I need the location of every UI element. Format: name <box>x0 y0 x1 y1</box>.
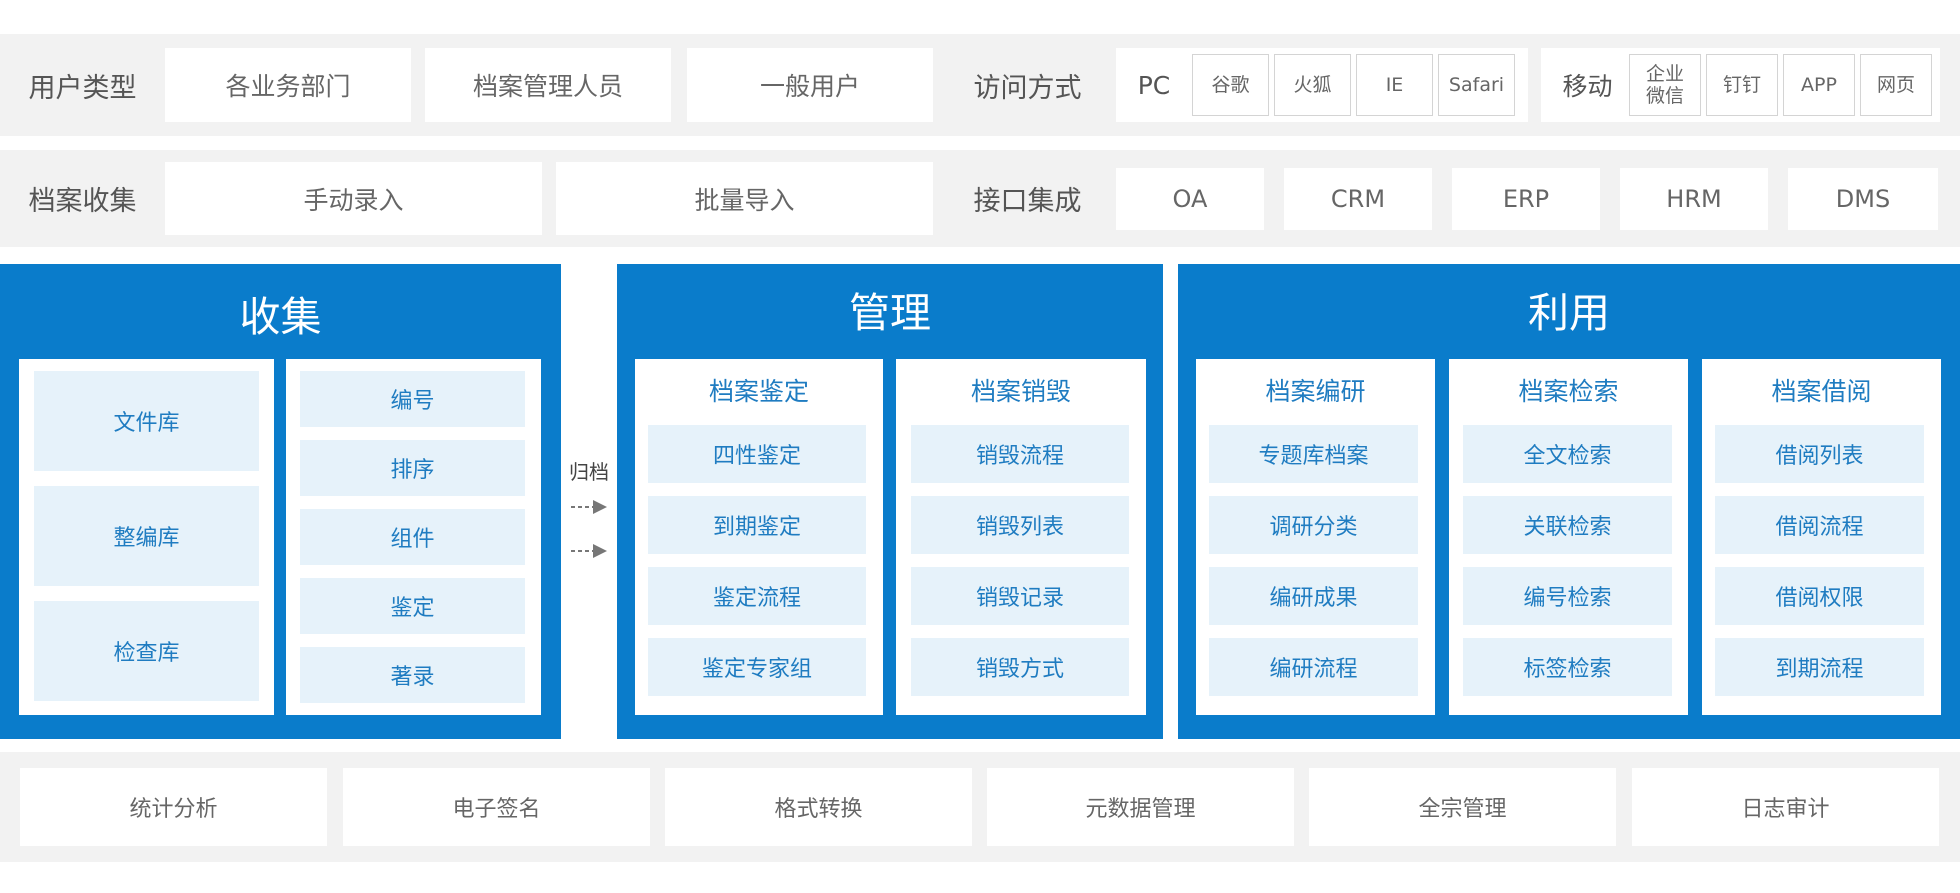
compilation-item: 编研成果 <box>1209 567 1418 625</box>
step-appraisal: 鉴定 <box>300 578 525 634</box>
method-manual-entry: 手动录入 <box>165 162 542 235</box>
mobile-web: 网页 <box>1860 54 1932 116</box>
search-item: 关联检索 <box>1463 496 1672 554</box>
compilation-item: 专题库档案 <box>1209 425 1418 483</box>
use-panel-title: 利用 <box>1528 289 1610 337</box>
destruction-item: 销毁方式 <box>911 638 1129 696</box>
arrow-icon <box>571 544 607 558</box>
footer-fonds-management: 全宗管理 <box>1309 768 1616 846</box>
borrowing-item: 借阅列表 <box>1715 425 1924 483</box>
step-cataloging: 著录 <box>300 647 525 703</box>
destruction-item: 销毁记录 <box>911 567 1129 625</box>
step-assembly: 组件 <box>300 509 525 565</box>
borrowing-item: 借阅流程 <box>1715 496 1924 554</box>
borrowing-item: 借阅权限 <box>1715 567 1924 625</box>
access-method-label: 访问方式 <box>973 72 1082 104</box>
borrowing-item: 到期流程 <box>1715 638 1924 696</box>
archive-arrows <box>571 500 607 558</box>
browser-firefox: 火狐 <box>1274 54 1351 116</box>
destruction-item: 销毁流程 <box>911 425 1129 483</box>
mobile-dingtalk: 钉钉 <box>1706 54 1778 116</box>
integration-hrm: HRM <box>1620 168 1768 230</box>
pc-label: PC <box>1137 70 1171 100</box>
mobile-app: APP <box>1783 54 1855 116</box>
method-batch-import: 批量导入 <box>556 162 933 235</box>
step-numbering: 编号 <box>300 371 525 427</box>
compilation-item: 调研分类 <box>1209 496 1418 554</box>
destruction-column-title: 档案销毁 <box>970 377 1071 406</box>
browser-chrome: 谷歌 <box>1192 54 1269 116</box>
borrowing-column-title: 档案借阅 <box>1771 377 1872 406</box>
archive-flow-label: 归档 <box>569 459 609 484</box>
appraisal-item: 四性鉴定 <box>648 425 866 483</box>
search-item: 标签检索 <box>1463 638 1672 696</box>
footer-log-audit: 日志审计 <box>1632 768 1939 846</box>
integration-erp: ERP <box>1452 168 1600 230</box>
browser-safari: Safari <box>1438 54 1515 116</box>
archive-collection-label: 档案收集 <box>28 186 137 217</box>
appraisal-column-title: 档案鉴定 <box>708 377 809 406</box>
search-item: 编号检索 <box>1463 567 1672 625</box>
arrow-icon <box>571 500 607 514</box>
mobile-label: 移动 <box>1562 72 1613 101</box>
integration-crm: CRM <box>1284 168 1432 230</box>
integration-dms: DMS <box>1788 168 1938 230</box>
library-check: 检查库 <box>34 601 259 701</box>
appraisal-item: 鉴定流程 <box>648 567 866 625</box>
appraisal-item: 鉴定专家组 <box>648 638 866 696</box>
appraisal-item: 到期鉴定 <box>648 496 866 554</box>
collect-panel-title: 收集 <box>239 293 322 341</box>
search-item: 全文检索 <box>1463 425 1672 483</box>
step-sorting: 排序 <box>300 440 525 496</box>
search-column-title: 档案检索 <box>1518 377 1619 406</box>
user-type-label: 用户类型 <box>28 72 137 104</box>
footer-format-conversion: 格式转换 <box>665 768 972 846</box>
footer-metadata-management: 元数据管理 <box>987 768 1294 846</box>
manage-panel-title: 管理 <box>849 289 931 337</box>
library-file: 文件库 <box>34 371 259 471</box>
library-compile: 整编库 <box>34 486 259 586</box>
destruction-item: 销毁列表 <box>911 496 1129 554</box>
integration-oa: OA <box>1116 168 1264 230</box>
footer-e-signature: 电子签名 <box>343 768 650 846</box>
browser-ie: IE <box>1356 54 1433 116</box>
interface-integration-label: 接口集成 <box>973 186 1082 217</box>
user-type-general-users: 一般用户 <box>687 48 933 122</box>
compilation-item: 编研流程 <box>1209 638 1418 696</box>
mobile-enterprise-wechat: 企业微信 <box>1629 54 1701 116</box>
user-type-archive-managers: 档案管理人员 <box>425 48 671 122</box>
footer-statistics: 统计分析 <box>20 768 327 846</box>
compilation-column-title: 档案编研 <box>1265 377 1366 406</box>
user-type-business-depts: 各业务部门 <box>165 48 411 122</box>
